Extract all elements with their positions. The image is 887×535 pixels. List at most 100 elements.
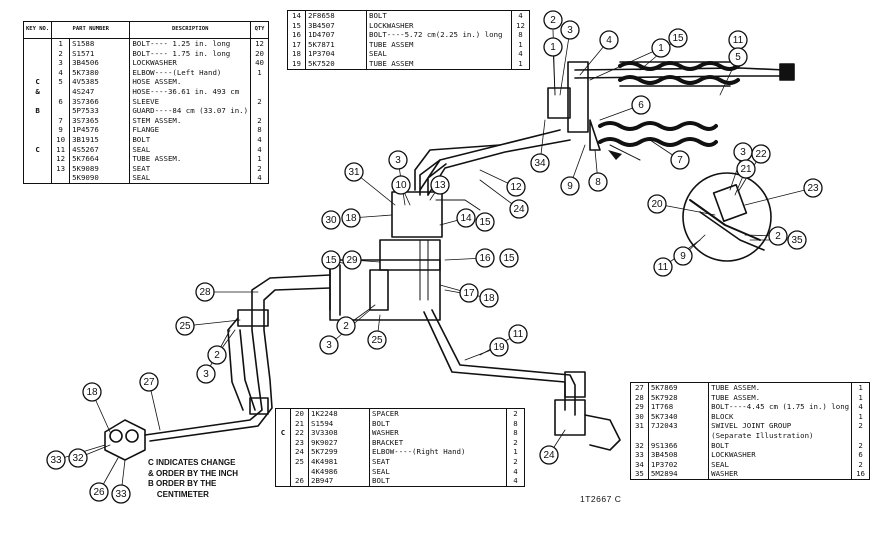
ref-number-cell: 27 <box>634 383 644 393</box>
callout-number: 15 <box>325 255 337 266</box>
key-cell: & <box>35 87 40 97</box>
part-number-cell: 9K9027 <box>308 437 370 448</box>
callout-circle <box>588 172 608 192</box>
callout-circle <box>367 330 387 350</box>
callout-circle <box>560 176 580 196</box>
callout-circle <box>475 248 495 268</box>
callout-circle <box>543 10 563 30</box>
callout-circle <box>668 28 688 48</box>
callout-number: 3 <box>203 369 209 380</box>
legend-line: CENTIMETER <box>148 489 209 499</box>
description-cell: HOSE ASSEM. <box>129 77 251 87</box>
callout-24: 24 <box>509 199 529 219</box>
upper-fitting <box>779 63 795 81</box>
callout-circle <box>319 335 339 355</box>
part-number-cell: 1P3704 <box>305 49 367 59</box>
tube-19 <box>431 309 576 416</box>
qty-cell: 2 <box>250 96 269 107</box>
ref-number-cell: 5 <box>51 77 70 87</box>
callout-number: 27 <box>143 377 155 388</box>
description-cell: SWIVEL JOINT GROUP <box>708 421 852 431</box>
part-number-cell: 5K7871 <box>305 39 367 50</box>
hose-lower <box>598 121 718 131</box>
callout-number: 5 <box>735 52 741 63</box>
callout-number: 19 <box>493 342 505 353</box>
callout-number: 14 <box>460 213 472 224</box>
qty-cell: 1 <box>851 411 870 422</box>
legend: C INDICATES CHANGE & ORDER BY THE INCH B… <box>148 458 238 500</box>
ref-number-cell: 26 <box>290 476 309 487</box>
description-cell: SLEEVE <box>129 96 251 107</box>
callout-circle <box>506 177 526 197</box>
qty-cell: 2 <box>506 437 525 448</box>
callout-6: 6 <box>631 95 651 115</box>
callout-27: 27 <box>139 372 159 392</box>
ref-number-cell: 4 <box>51 67 70 78</box>
ref-number-cell: 28 <box>634 392 644 402</box>
ref-number-cell: 7 <box>51 115 70 126</box>
callout-circle <box>430 175 450 195</box>
key-cell <box>24 135 52 145</box>
qty-cell: 8 <box>250 125 269 135</box>
callout-8: 8 <box>588 172 608 192</box>
part-number-cell: 1T768 <box>647 402 709 412</box>
callout-3: 3 <box>388 150 408 170</box>
description-cell: STEM ASSEM. <box>129 115 251 126</box>
description-cell: ELBOW----(Left Hand) <box>129 67 251 78</box>
ref-number-cell <box>631 431 649 441</box>
callout-number: 24 <box>543 450 555 461</box>
callout-number: 2 <box>214 350 220 361</box>
callout-20: 20 <box>647 194 667 214</box>
qty-cell: 20 <box>250 48 269 59</box>
callout-3: 3 <box>196 364 216 384</box>
qty-cell: 4 <box>250 134 269 145</box>
description-cell: ELBOW----(Right Hand) <box>369 447 507 457</box>
callout-number: 11 <box>513 329 524 340</box>
callout-number: 17 <box>463 288 475 299</box>
callout-circle <box>673 246 693 266</box>
callout-29: 29 <box>342 250 362 270</box>
description-cell: SEAL <box>129 173 251 184</box>
callout-25: 25 <box>367 330 387 350</box>
callout-circle <box>631 95 651 115</box>
callout-21: 21 <box>736 159 756 179</box>
description-cell: GUARD----84 cm (33.07 in.) <box>129 106 251 116</box>
flange-lower-left <box>104 419 146 461</box>
part-number-cell: S1571 <box>69 48 130 59</box>
callout-circle <box>475 212 495 232</box>
ref-number-cell: 13 <box>51 163 70 174</box>
callout-circle <box>68 448 88 468</box>
callout-number: 26 <box>93 487 105 498</box>
description-cell: SEAL <box>369 466 507 477</box>
qty-cell: 2 <box>250 115 269 126</box>
part-number-cell: 2F8658 <box>305 10 367 21</box>
callout-number: 18 <box>483 293 495 304</box>
callout-15: 15 <box>668 28 688 48</box>
ref-number-cell: 1 <box>51 38 70 49</box>
callout-14: 14 <box>456 208 476 228</box>
ref-number-cell: 17 <box>292 39 301 49</box>
ref-number-cell: 25 <box>290 456 309 467</box>
callout-32: 32 <box>68 448 88 468</box>
callout-7: 7 <box>670 150 690 170</box>
ref-number-cell <box>290 466 309 477</box>
description-cell: BRACKET <box>369 437 507 448</box>
callout-10: 10 <box>391 175 411 195</box>
callout-circle <box>175 316 195 336</box>
callout-number: 33 <box>115 489 127 500</box>
ref-number-cell <box>51 106 70 116</box>
description-cell: BOLT <box>129 134 251 145</box>
key-cell <box>276 438 291 448</box>
callout-13: 13 <box>430 175 450 195</box>
ref-number-cell: 32 <box>634 440 644 450</box>
ref-number-cell: 29 <box>634 402 644 412</box>
